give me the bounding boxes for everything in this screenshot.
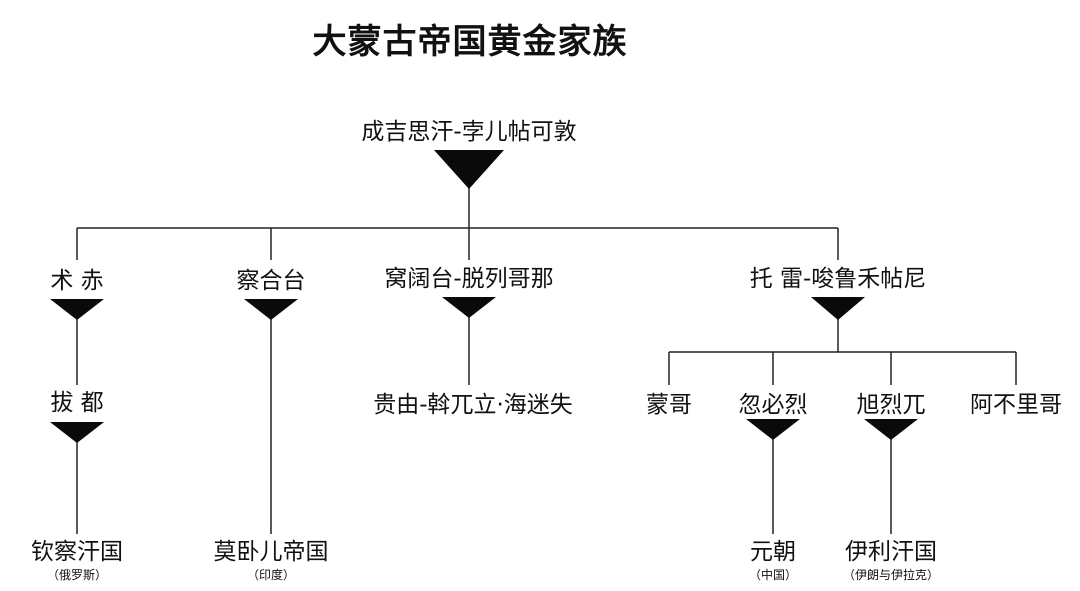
node-guyuk: 贵由-斡兀立·海迷失	[373, 392, 573, 418]
node-ogedei: 窝阔台-脱列哥那	[384, 266, 554, 292]
node-ilkhanate-note: （伊朗与伊拉克）	[842, 568, 940, 582]
node-jochi: 术 赤	[50, 268, 104, 294]
node-ariqboke: 阿不里哥	[970, 392, 1062, 418]
node-mongke: 蒙哥	[646, 392, 692, 418]
node-marker-triangle	[50, 299, 104, 320]
node-marker-triangle	[442, 297, 496, 318]
root-marker-triangle	[434, 150, 504, 189]
node-golden-horde-note: （俄罗斯）	[46, 568, 108, 582]
node-marker-triangle	[811, 297, 865, 320]
node-marker-triangle	[50, 422, 104, 443]
node-yuan: 元朝	[750, 539, 796, 565]
node-chagatai: 察合台	[236, 268, 306, 294]
node-marker-triangle	[864, 419, 918, 440]
node-ilkhanate: 伊利汗国	[845, 539, 937, 565]
node-tolui: 托 雷-唆鲁禾帖尼	[749, 266, 927, 292]
node-mughal: 莫卧儿帝国	[213, 539, 329, 565]
diagram-title: 大蒙古帝国黄金家族	[312, 22, 628, 62]
node-marker-triangle	[244, 299, 298, 320]
node-genghis: 成吉思汗-孛儿帖可敦	[361, 119, 577, 145]
node-mughal-note: （印度）	[246, 568, 296, 582]
node-kublai: 忽必烈	[738, 392, 808, 418]
node-hulagu: 旭烈兀	[856, 392, 926, 418]
node-yuan-note: （中国）	[748, 568, 798, 582]
node-marker-triangle	[746, 419, 800, 440]
node-golden-horde: 钦察汗国	[31, 539, 123, 565]
node-batu: 拔 都	[50, 390, 104, 416]
